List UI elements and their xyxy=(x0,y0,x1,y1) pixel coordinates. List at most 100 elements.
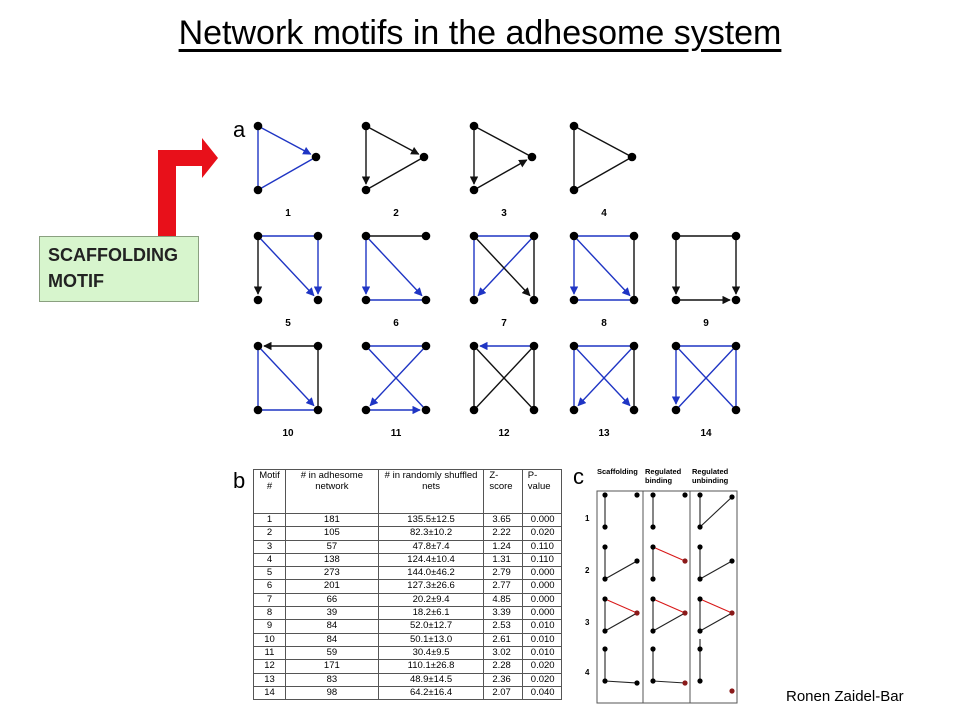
table-header-row: Motif # # in adhesome network # in rando… xyxy=(253,469,563,514)
regulation-node xyxy=(602,524,608,530)
regulation-node xyxy=(602,576,608,582)
cell-shuffled: 20.2±9.4 xyxy=(377,592,485,608)
header-motif: Motif # xyxy=(253,469,286,514)
motif-edge xyxy=(365,125,420,155)
cell-motif: 14 xyxy=(253,685,286,701)
cell-shuffled: 48.9±14.5 xyxy=(377,672,485,687)
regulation-node xyxy=(602,596,608,602)
motif-node xyxy=(313,341,323,351)
regulation-node xyxy=(697,544,703,550)
motif-node xyxy=(527,152,537,162)
scaffolding-motif-callout: SCAFFOLDING MOTIF xyxy=(39,236,199,302)
header-pvalue: P-value xyxy=(521,469,563,514)
motif-edge xyxy=(473,125,533,158)
regulation-node xyxy=(650,524,656,530)
regulation-column-header: unbinding xyxy=(692,476,729,485)
cell-adhesome: 138 xyxy=(284,552,379,568)
regulation-node xyxy=(729,610,735,616)
motif-label: 13 xyxy=(598,428,610,439)
regulation-node xyxy=(650,596,656,602)
motif-node xyxy=(421,295,431,305)
cell-adhesome: 57 xyxy=(284,539,379,554)
cell-pvalue: 0.020 xyxy=(521,672,563,687)
regulation-edge xyxy=(699,612,733,632)
motif-node xyxy=(629,405,639,415)
regulation-node xyxy=(697,576,703,582)
motif-node xyxy=(361,295,371,305)
motif-edge xyxy=(369,345,427,407)
motif-edge xyxy=(365,235,423,297)
motif-node xyxy=(731,231,741,241)
header-adhesome: # in adhesome network xyxy=(284,469,379,514)
regulation-node xyxy=(650,576,656,582)
motif-label: 3 xyxy=(501,208,507,219)
motif-node xyxy=(421,341,431,351)
regulation-node xyxy=(697,524,703,530)
cell-adhesome: 201 xyxy=(284,579,379,594)
motif-label: 5 xyxy=(285,318,291,329)
motif-node xyxy=(253,341,263,351)
motif-node xyxy=(671,405,681,415)
regulation-node xyxy=(682,610,688,616)
cell-adhesome: 181 xyxy=(284,512,379,528)
regulation-node xyxy=(602,628,608,634)
cell-pvalue: 0.000 xyxy=(521,566,563,581)
regulation-node xyxy=(634,492,640,498)
cell-motif: 2 xyxy=(253,526,286,541)
cell-pvalue: 0.010 xyxy=(521,619,563,634)
regulation-node xyxy=(602,646,608,652)
motif-edge xyxy=(473,235,531,297)
motif-edge xyxy=(257,125,312,155)
motif-node xyxy=(469,185,479,195)
motif-node xyxy=(529,405,539,415)
cell-zscore: 2.36 xyxy=(483,672,523,687)
cell-zscore: 2.79 xyxy=(483,566,523,581)
cell-zscore: 2.28 xyxy=(483,659,523,674)
motif-statistics-table: Motif # # in adhesome network # in rando… xyxy=(253,469,563,701)
cell-pvalue: 0.110 xyxy=(521,552,563,568)
cell-shuffled: 18.2±6.1 xyxy=(377,606,485,621)
regulation-edge xyxy=(604,598,638,614)
motif-edge xyxy=(473,159,528,191)
cell-pvalue: 0.000 xyxy=(521,579,563,594)
regulation-edge xyxy=(604,560,638,580)
regulation-edge xyxy=(652,612,686,632)
regulation-node xyxy=(634,558,640,564)
regulation-edge xyxy=(652,546,686,562)
motif-node xyxy=(671,295,681,305)
motif-node xyxy=(469,341,479,351)
motif-label: 11 xyxy=(391,428,402,439)
regulation-column-header: Regulated xyxy=(645,467,682,476)
motif-edge xyxy=(577,345,635,407)
motif-label: 9 xyxy=(703,318,709,329)
regulation-node xyxy=(650,678,656,684)
regulation-node xyxy=(697,646,703,652)
regulation-column-header: Scaffolding xyxy=(597,467,638,476)
motif-node xyxy=(569,231,579,241)
cell-motif: 8 xyxy=(253,606,286,621)
cell-pvalue: 0.000 xyxy=(521,512,563,528)
motif-node xyxy=(671,231,681,241)
motif-label: 14 xyxy=(700,428,712,439)
cell-zscore: 3.65 xyxy=(483,512,523,528)
regulation-node xyxy=(650,492,656,498)
author-credit: Ronen Zaidel-Bar xyxy=(786,688,904,705)
motif-node xyxy=(361,341,371,351)
motif-node xyxy=(421,231,431,241)
cell-zscore: 2.53 xyxy=(483,619,523,634)
cell-pvalue: 0.000 xyxy=(521,592,563,608)
callout-line-2: MOTIF xyxy=(48,271,104,291)
motif-node xyxy=(313,295,323,305)
regulation-node xyxy=(602,492,608,498)
regulation-edge xyxy=(699,598,733,614)
cell-pvalue: 0.110 xyxy=(521,539,563,554)
regulation-node xyxy=(650,646,656,652)
cell-pvalue: 0.020 xyxy=(521,526,563,541)
motif-node xyxy=(419,152,429,162)
